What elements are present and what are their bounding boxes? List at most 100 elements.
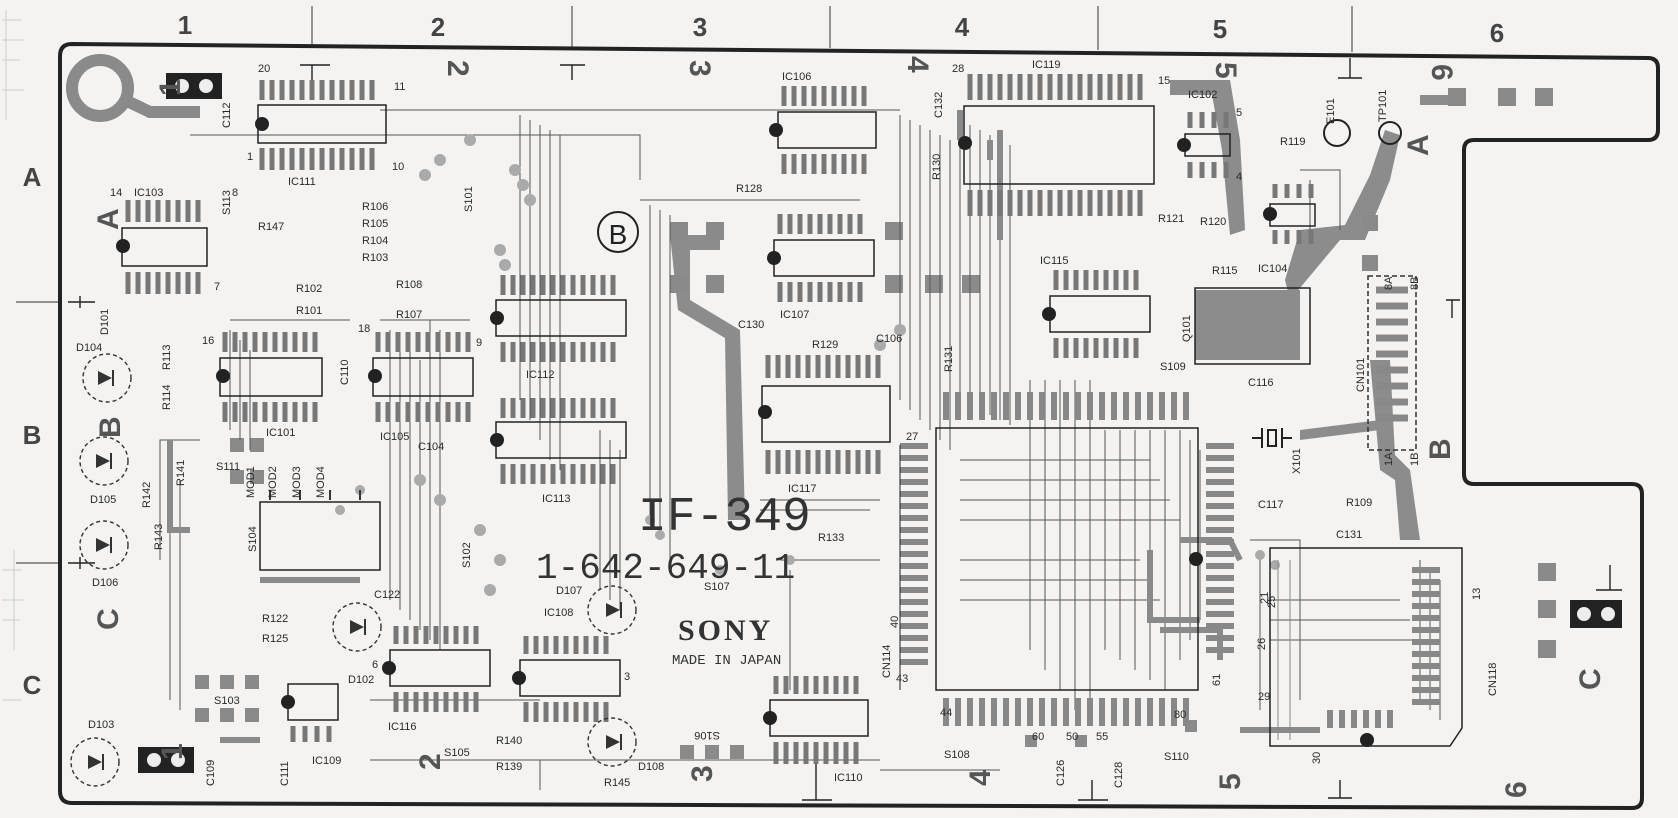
ic-bodies [116, 74, 1463, 764]
label-cn101: CN101 [1355, 358, 1367, 392]
label-s113: S113 [221, 190, 233, 215]
ic105-body [368, 332, 474, 422]
ic101-body [216, 332, 323, 422]
label-c109: C109 [205, 760, 217, 786]
label-s110: S110 [1164, 751, 1189, 763]
label-mod2: MOD2 [267, 466, 279, 498]
label-r106: R106 [362, 201, 388, 213]
test-points [1323, 119, 1402, 147]
label-r145: R145 [604, 777, 630, 789]
label-d104: D104 [76, 342, 102, 354]
label-mod4: MOD4 [315, 466, 327, 498]
label-d106: D106 [92, 577, 118, 589]
label-e101: E101 [1325, 98, 1337, 124]
label-d101: D101 [99, 309, 111, 335]
col-label-3-top: 3 [693, 12, 707, 42]
svg-text:18: 18 [358, 323, 370, 335]
label-r119: R119 [1280, 136, 1305, 148]
label-s108: S108 [944, 749, 970, 761]
board-row-a-right: A [1402, 134, 1435, 156]
board-row-b-left: B [94, 416, 127, 438]
marker-b-circle [597, 211, 639, 253]
svg-text:80: 80 [1174, 709, 1186, 721]
label-s106: S106 [694, 729, 720, 741]
row-label-b-left: B [23, 420, 42, 450]
label-r122: R122 [262, 613, 288, 625]
svg-text:7: 7 [214, 281, 220, 293]
label-r140: R140 [496, 735, 522, 747]
svg-text:9: 9 [476, 337, 482, 349]
label-r120: R120 [1200, 216, 1226, 228]
board-col-3-bottom: 3 [686, 765, 719, 782]
svg-text:60: 60 [1032, 731, 1044, 743]
ic106-body [769, 86, 877, 174]
label-c112: C112 [221, 103, 233, 128]
board-col-6-bottom: 6 [1500, 781, 1533, 798]
board-name: IF-349 [638, 491, 811, 545]
label-r115: R115 [1212, 265, 1237, 277]
svg-text:40: 40 [889, 616, 901, 628]
label-ic108: IC108 [544, 607, 573, 619]
board-col-1-bottom: 1 [156, 743, 189, 760]
label-ic103: IC103 [134, 187, 163, 199]
cn101-body [1367, 275, 1417, 451]
label-r102: R102 [296, 283, 322, 295]
vias [335, 134, 1280, 596]
svg-text:55: 55 [1096, 731, 1108, 743]
svg-text:29: 29 [1258, 691, 1270, 703]
svg-text:27: 27 [906, 431, 918, 443]
mounting-hole [66, 54, 200, 122]
label-d108: D108 [638, 761, 664, 773]
svg-text:10: 10 [392, 161, 404, 173]
ic115-body [1042, 270, 1151, 358]
row-label-a-left: A [23, 162, 42, 192]
label-c131: C131 [1336, 529, 1362, 541]
svg-text:5: 5 [1236, 107, 1242, 119]
label-d107: D107 [556, 585, 582, 597]
label-r109: R109 [1346, 497, 1372, 509]
label-ic101: IC101 [266, 427, 295, 439]
svg-text:8A: 8A [1383, 276, 1395, 290]
label-r147: R147 [258, 221, 284, 233]
ic109-body [281, 683, 339, 742]
label-ic117: IC117 [788, 483, 817, 495]
svg-text:3: 3 [624, 671, 630, 683]
label-x101: X101 [1291, 448, 1303, 474]
svg-text:50: 50 [1066, 731, 1078, 743]
label-ic102: IC102 [1188, 89, 1217, 101]
label-s107: S107 [704, 581, 730, 593]
label-mod1: MOD1 [245, 466, 257, 498]
cn118-body [1269, 547, 1463, 747]
label-ic110: IC110 [834, 772, 863, 784]
label-c111: C111 [279, 761, 291, 786]
label-ic106: IC106 [782, 71, 811, 83]
svg-text:6: 6 [372, 659, 378, 671]
board-row-b-right: B [1424, 438, 1457, 460]
main-qfp-body [900, 392, 1234, 726]
board-col-6: 6 [1425, 64, 1458, 81]
label-ic119: IC119 [1032, 59, 1061, 71]
svg-text:4: 4 [1236, 171, 1242, 183]
label-c110: C110 [339, 360, 351, 385]
board-col-1-top: 1 [154, 79, 187, 96]
board-col-3: 3 [683, 60, 716, 77]
label-r105: R105 [362, 218, 388, 230]
label-ic105: IC105 [380, 431, 409, 443]
board-col-4: 4 [901, 56, 934, 73]
marker-b-text: B [609, 219, 628, 250]
label-s103: S103 [214, 695, 240, 707]
col-label-4-top: 4 [955, 12, 970, 42]
col-label-6-top: 6 [1490, 18, 1504, 48]
ic117-body [758, 355, 891, 474]
label-r143: R143 [153, 524, 165, 550]
brand-logo-text: SONY [678, 614, 773, 647]
label-d102: D102 [348, 674, 374, 686]
grid-ticks [16, 6, 1353, 564]
label-r125: R125 [262, 633, 288, 645]
svg-text:21: 21 [1259, 592, 1271, 604]
board-row-c-right: C [1574, 668, 1607, 690]
label-r108: R108 [396, 279, 422, 291]
label-s101: S101 [463, 186, 475, 212]
